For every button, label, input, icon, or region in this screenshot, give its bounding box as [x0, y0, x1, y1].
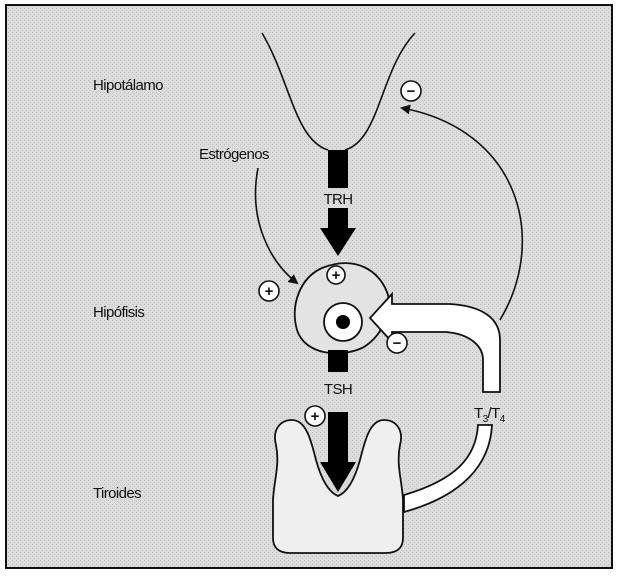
tsh-arrow-stem-bottom: [328, 412, 348, 462]
hypothalamus-label: Hipotálamo: [93, 77, 163, 94]
estrogens-label: Estrógenos: [199, 146, 269, 163]
pituitary-label: Hipófisis: [93, 304, 144, 321]
trh-label: TRH: [323, 191, 352, 208]
svg-text:+: +: [332, 267, 341, 284]
thyroid-label: Tiroides: [93, 485, 141, 502]
svg-text:+: +: [265, 283, 274, 300]
plus-sign-trh: +: [327, 266, 345, 284]
trh-arrow-stem-top: [328, 150, 348, 188]
tsh-label: TSH: [324, 381, 352, 398]
trh-arrow-stem-bottom: [328, 208, 348, 228]
plus-sign-tsh: +: [305, 406, 325, 426]
plus-sign-estrogens: +: [259, 281, 279, 301]
svg-text:−: −: [407, 83, 416, 100]
minus-sign-hypothalamus: −: [401, 81, 421, 101]
svg-text:−: −: [393, 335, 402, 352]
tsh-arrow-stem-top: [328, 350, 348, 372]
svg-text:+: +: [311, 408, 320, 425]
minus-sign-pituitary: −: [387, 333, 407, 353]
nucleus-inner: [336, 315, 350, 329]
